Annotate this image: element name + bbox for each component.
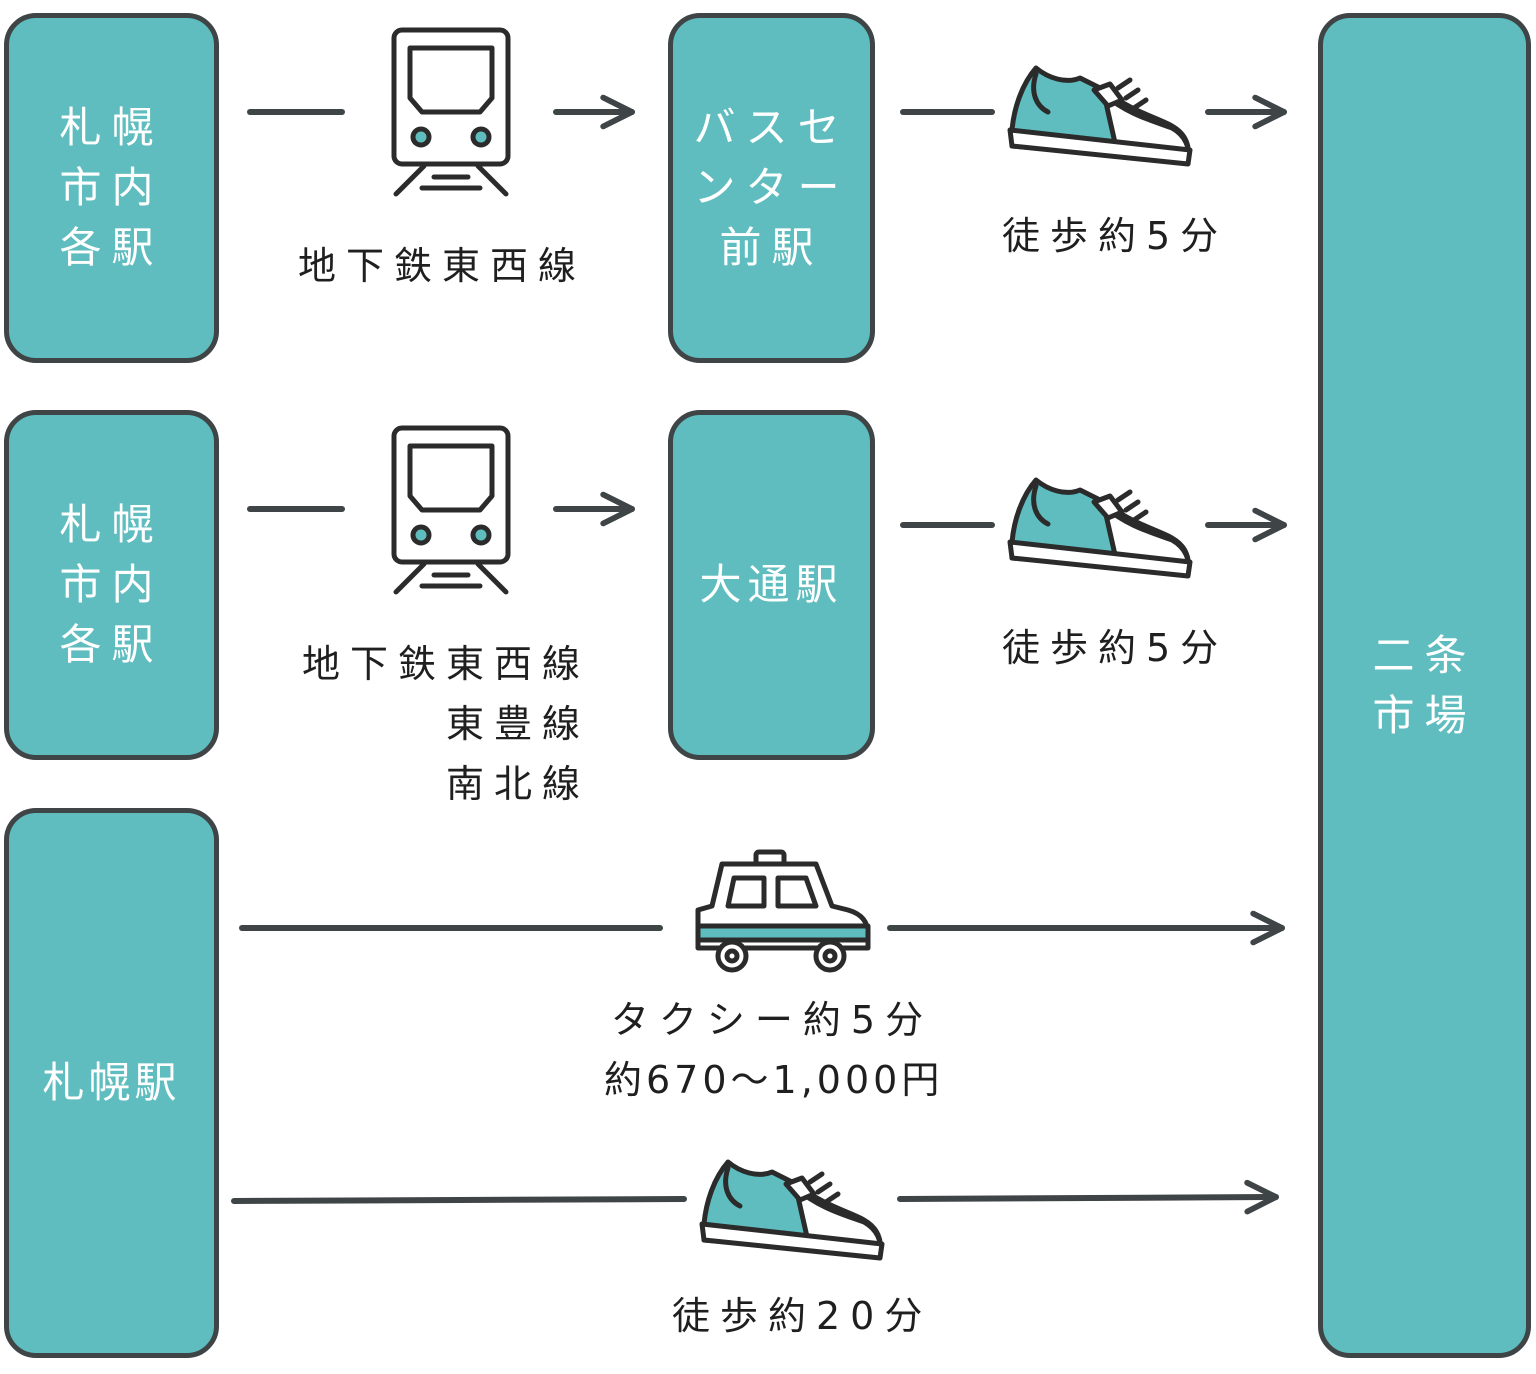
walk-arrow — [897, 1179, 1279, 1215]
transfer-odori-station: 大通駅 — [668, 410, 875, 760]
origin-line: 札幌駅 — [42, 1058, 181, 1107]
train-icon — [391, 27, 511, 197]
origin-line: 札幌 — [59, 103, 164, 152]
origin-line: 各駅 — [59, 620, 164, 669]
origin-sapporo-station: 札幌駅 — [4, 808, 219, 1358]
train-icon — [391, 425, 511, 595]
destination-line: 二条 — [1372, 630, 1477, 680]
route1-walk-label: 徒歩約5分 — [1002, 214, 1229, 258]
origin-line: 札幌 — [59, 500, 164, 549]
origin-line: 市内 — [59, 560, 164, 609]
route2-line-name: 東豊線 — [445, 702, 590, 746]
transfer-line: 大通駅 — [699, 560, 844, 609]
origin-sapporo-city-stations-2: 札幌 市内 各駅 — [4, 410, 219, 760]
transfer-line: バスセ — [693, 103, 850, 152]
route2-line-name: 地下鉄東西線 — [301, 642, 590, 686]
shoe-icon — [1007, 477, 1193, 579]
taxi-icon — [695, 849, 871, 973]
transfer-line: 前駅 — [719, 223, 824, 272]
transfer-bus-center-station: バスセ ンター 前駅 — [668, 13, 875, 363]
route1-train-label: 地下鉄東西線 — [298, 244, 587, 288]
walk-label: 徒歩約20分 — [672, 1294, 933, 1338]
route2-walk-label: 徒歩約5分 — [1002, 626, 1229, 670]
route2-train-label: 地下鉄東西線 東豊線 南北線 — [298, 634, 590, 814]
shoe-icon — [1007, 65, 1193, 167]
origin-line: 市内 — [59, 163, 164, 212]
destination-nijo-market: 二条 市場 — [1318, 13, 1531, 1358]
taxi-fare: 約670～1,000円 — [604, 1058, 944, 1102]
shoe-icon — [699, 1159, 885, 1261]
origin-line: 各駅 — [59, 223, 164, 272]
route2-line-name: 南北線 — [445, 762, 590, 806]
origin-sapporo-city-stations-1: 札幌 市内 各駅 — [4, 13, 219, 363]
walk-line-a — [231, 1196, 687, 1204]
taxi-label: タクシー約5分 約670～1,000円 — [604, 990, 940, 1110]
taxi-time: タクシー約5分 — [610, 998, 934, 1042]
transfer-line: ンター — [693, 163, 850, 212]
destination-line: 市場 — [1372, 690, 1477, 740]
